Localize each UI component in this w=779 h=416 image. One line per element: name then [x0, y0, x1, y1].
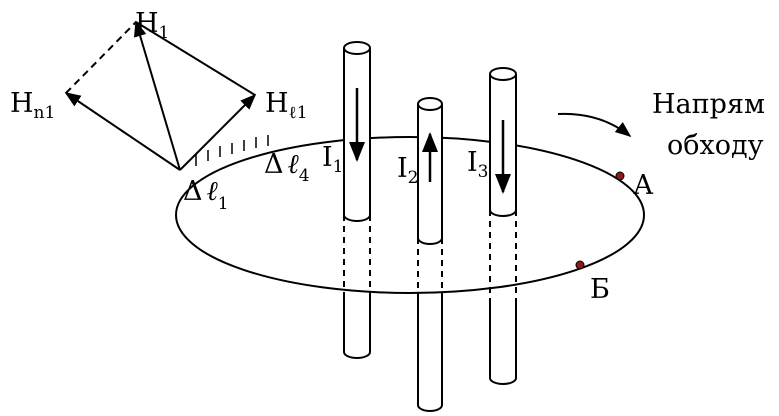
contour-segment-ticks	[195, 135, 269, 166]
label-direction-line1: Напрям	[652, 89, 765, 120]
conductor-2-lower	[417, 238, 443, 412]
label-i1: I1	[322, 142, 344, 177]
label-hn1: Hn1	[10, 88, 55, 123]
label-direction-line2: обходу	[667, 130, 764, 161]
point-b-marker	[575, 260, 585, 270]
label-hl1: Hℓ1	[265, 88, 308, 123]
vector-construction	[64, 20, 257, 171]
label-i3: I3	[467, 147, 489, 182]
label-point-b: Б	[590, 274, 610, 305]
integration-contour	[175, 136, 645, 294]
point-a-marker	[615, 171, 625, 181]
conductor-1-lower	[343, 215, 371, 359]
label-point-a: А	[633, 170, 654, 201]
label-i2: I2	[397, 153, 419, 188]
label-h1: H1	[135, 8, 169, 43]
conductor-3-lower	[489, 210, 517, 385]
traversal-direction-arrow	[557, 112, 632, 137]
